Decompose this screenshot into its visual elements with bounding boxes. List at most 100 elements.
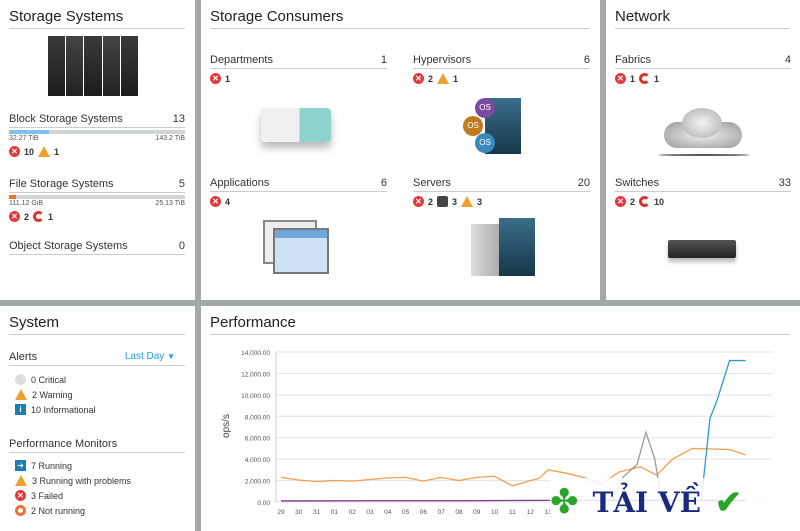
block-storage-count: 13 <box>172 113 185 125</box>
warning-icon <box>38 146 51 157</box>
error-icon: ✕ <box>9 146 20 157</box>
error-icon: ✕ <box>413 196 424 207</box>
panel-title: Storage Consumers <box>210 8 344 25</box>
degraded-count[interactable]: 1 <box>654 73 660 84</box>
monitor-text[interactable]: 2 Not running <box>31 505 86 516</box>
alert-warning[interactable]: 2 Warning <box>15 387 96 402</box>
degraded-icon <box>639 73 651 84</box>
time-range-dropdown[interactable]: Last Day ▼ <box>125 351 175 363</box>
time-range-value[interactable]: Last Day <box>124 351 165 362</box>
alert-informational[interactable]: i 10 Informational <box>15 402 96 417</box>
monitor-text[interactable]: 3 Failed <box>31 490 64 501</box>
degraded-icon <box>639 196 651 207</box>
x-tick-label: 07 <box>438 509 446 516</box>
departments-label[interactable]: Departments <box>210 54 273 66</box>
degraded-count[interactable]: 1 <box>48 211 54 222</box>
panel-title: Performance <box>210 314 296 331</box>
hypervisors-label[interactable]: Hypervisors <box>413 54 472 66</box>
warning-count[interactable]: 1 <box>453 73 459 84</box>
block-used: 32.27 TiB <box>9 135 39 142</box>
cloud-image <box>658 108 750 156</box>
monitor-problems[interactable]: 3 Running with problems <box>15 473 131 488</box>
error-count[interactable]: 2 <box>630 196 636 207</box>
y-axis-label: ops/s <box>221 414 232 438</box>
x-tick-label: 02 <box>349 509 357 516</box>
file-total: 25.13 TiB <box>155 200 185 207</box>
y-tick-label: 6,000.00 <box>245 436 271 443</box>
block-capacity-bar <box>9 130 185 134</box>
file-storage-count: 5 <box>178 178 185 190</box>
applications-label[interactable]: Applications <box>210 177 270 189</box>
error-count[interactable]: 4 <box>225 196 231 207</box>
block-total: 143.2 TiB <box>155 135 185 142</box>
object-storage-section[interactable]: Object Storage Systems 0 <box>9 240 185 255</box>
block-storage-section[interactable]: Block Storage Systems 13 32.27 TiB 143.2 T… <box>9 113 185 157</box>
alert-critical[interactable]: 0 Critical <box>15 372 96 387</box>
block-storage-label[interactable]: Block Storage Systems <box>9 113 123 125</box>
monitor-text[interactable]: 3 Running with problems <box>32 475 132 486</box>
department-image <box>261 108 331 142</box>
fabrics-section[interactable]: Fabrics 4 ✕ 1 1 <box>615 54 791 84</box>
monitor-failed[interactable]: ✕3 Failed <box>15 488 131 503</box>
switches-section[interactable]: Switches 33 ✕ 2 10 <box>615 177 791 207</box>
degraded-count[interactable]: 10 <box>654 196 665 207</box>
y-tick-label: 14,000.00 <box>241 350 270 357</box>
network-panel: Network Fabrics 4 ✕ 1 1 Switches 33 ✕ 2 10 <box>606 0 800 300</box>
x-tick-label: 11 <box>509 509 516 516</box>
chevron-down-icon[interactable]: ▼ <box>167 352 175 361</box>
switches-count: 33 <box>778 177 791 189</box>
monitor-not-running[interactable]: 2 Not running <box>15 503 131 518</box>
monitor-running[interactable]: ➜7 Running <box>15 458 131 473</box>
switches-label[interactable]: Switches <box>615 177 660 189</box>
storage-rack-image <box>48 36 139 96</box>
info-icon: i <box>15 404 26 415</box>
y-tick-label: 10,000.00 <box>241 393 270 400</box>
monitor-text[interactable]: 7 Running <box>31 460 73 471</box>
file-used: 111.12 GiB <box>9 200 43 207</box>
error-count[interactable]: 1 <box>225 73 231 84</box>
x-tick-label: 05 <box>402 509 410 516</box>
alerts-label: Alerts <box>9 351 38 363</box>
hypervisor-image: OS OS OS <box>463 96 533 158</box>
error-count[interactable]: 10 <box>24 146 35 157</box>
object-storage-count: 0 <box>178 240 185 252</box>
x-tick-label: 29 <box>277 509 285 516</box>
alert-text[interactable]: 0 Critical <box>31 374 67 385</box>
error-count[interactable]: 2 <box>24 211 30 222</box>
x-tick-label: 08 <box>455 509 463 516</box>
error-count[interactable]: 2 <box>428 73 434 84</box>
x-tick-label: 13 <box>544 509 552 516</box>
series-line <box>280 447 746 487</box>
x-tick-label: 01 <box>331 509 339 516</box>
warning-count[interactable]: 1 <box>54 146 60 157</box>
error-icon: ✕ <box>210 73 221 84</box>
servers-section[interactable]: Servers 20 ✕ 2 3 3 <box>413 177 590 207</box>
x-tick-label: 09 <box>473 509 481 516</box>
unreachable-icon <box>437 196 449 207</box>
clover-icon: ✤ <box>550 483 579 521</box>
error-icon: ✕ <box>615 73 626 84</box>
servers-count: 20 <box>577 177 590 189</box>
error-count[interactable]: 1 <box>630 73 636 84</box>
fabrics-count: 4 <box>784 54 791 66</box>
alert-text[interactable]: 10 Informational <box>31 404 96 415</box>
object-storage-label[interactable]: Object Storage Systems <box>9 240 128 252</box>
alert-text[interactable]: 2 Warning <box>32 389 73 400</box>
error-icon: ✕ <box>413 73 424 84</box>
error-count[interactable]: 2 <box>428 196 434 207</box>
error-icon: ✕ <box>615 196 626 207</box>
x-tick-label: 06 <box>420 509 428 516</box>
alerts-list: 0 Critical 2 Warning i 10 Informational <box>15 372 96 417</box>
file-storage-label[interactable]: File Storage Systems <box>9 178 114 190</box>
warning-count[interactable]: 3 <box>477 196 483 207</box>
servers-label[interactable]: Servers <box>413 177 451 189</box>
file-storage-section[interactable]: File Storage Systems 5 111.12 GiB 25.13 Ti… <box>9 178 185 222</box>
fabrics-label[interactable]: Fabrics <box>615 54 652 66</box>
panel-title: Network <box>615 8 671 25</box>
y-tick-label: 12,000.00 <box>241 371 270 378</box>
unreachable-count[interactable]: 3 <box>452 196 458 207</box>
